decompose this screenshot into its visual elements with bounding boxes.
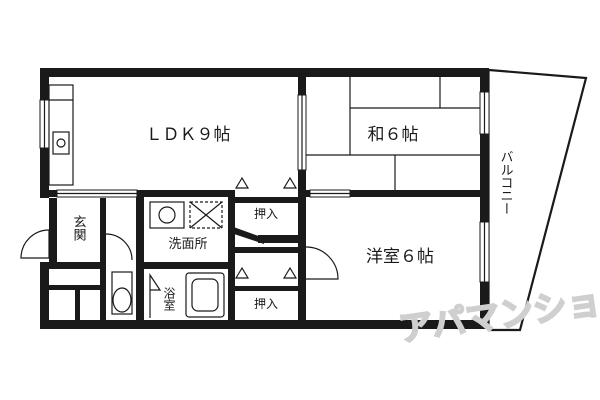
tatami-lines <box>306 77 480 190</box>
washroom-fixtures <box>149 201 223 229</box>
bathtub <box>185 272 225 318</box>
washitsu-label: 和６帖 <box>368 125 419 145</box>
closet-upper-label: 押入 <box>254 207 278 221</box>
entrance-label: 玄関 <box>71 215 87 242</box>
windows <box>39 91 490 283</box>
closet-markers <box>234 176 298 279</box>
watermark: アパマンショップ <box>396 273 600 350</box>
bath-label: 浴室 <box>162 287 176 311</box>
toilet <box>111 271 133 315</box>
balcony-label: バルコニー <box>498 150 514 215</box>
kitchen-counter <box>48 84 74 186</box>
ldk-label: ＬＤＫ９帖 <box>146 125 231 145</box>
washroom-label: 洗面所 <box>168 237 207 252</box>
youshitsu-label: 洋室６帖 <box>366 247 434 267</box>
doors <box>20 229 339 318</box>
closet-lower-label: 押入 <box>254 297 278 311</box>
interior-walls <box>49 77 480 329</box>
